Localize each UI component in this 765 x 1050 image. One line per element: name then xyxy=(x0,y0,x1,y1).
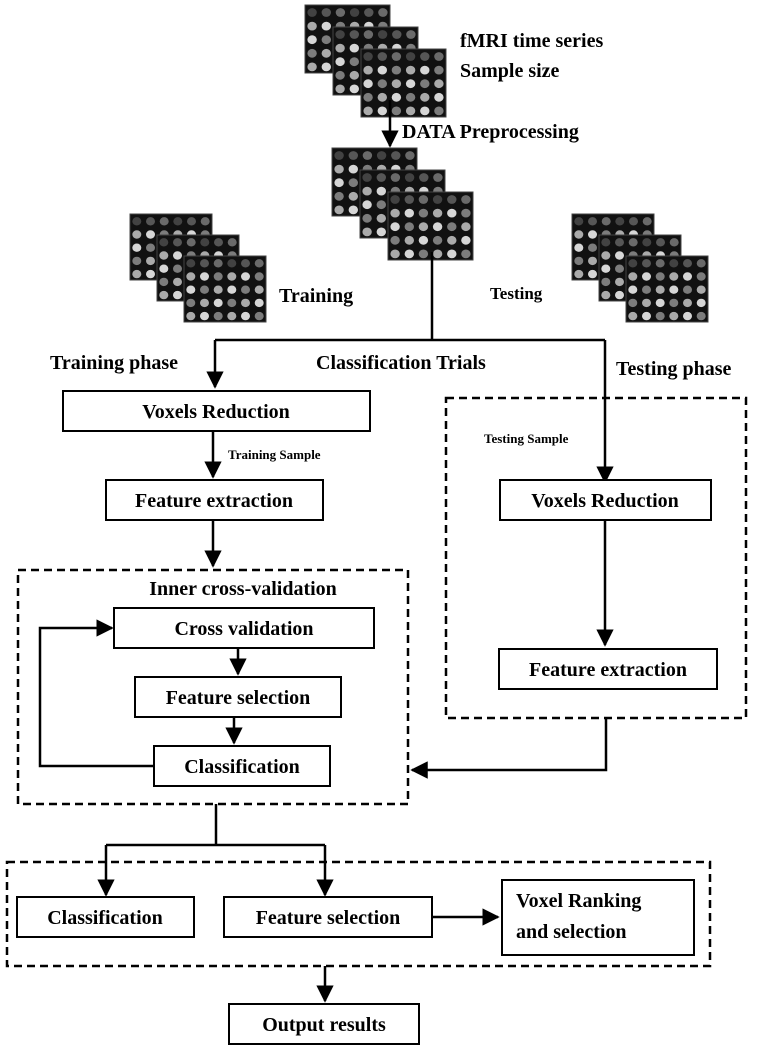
inner-classification-box: Classification xyxy=(153,745,331,787)
testing-sample-label: Testing Sample xyxy=(484,431,569,446)
fmri-scan-stack-icon xyxy=(571,213,709,323)
input-label-sample-size: Sample size xyxy=(460,60,560,82)
final-feature-selection-box: Feature selection xyxy=(223,896,433,938)
input-label-fmri: fMRI time series xyxy=(460,30,603,52)
inner-cv-title: Inner cross-validation xyxy=(149,578,337,600)
arrow-testing-to-inner-cv xyxy=(410,718,608,779)
output-results-box: Output results xyxy=(228,1003,420,1045)
training-feature-extraction-text: Feature extraction xyxy=(135,490,293,512)
classification-trials-label: Classification Trials xyxy=(316,352,486,374)
fmri-scan-stack-icon xyxy=(331,147,474,261)
final-classification-box: Classification xyxy=(16,896,195,938)
testing-voxels-reduction-text: Voxels Reduction xyxy=(531,490,679,512)
preprocessing-label: DATA Preprocessing xyxy=(402,121,579,143)
cross-validation-text: Cross validation xyxy=(174,618,313,640)
training-feature-extraction-box: Feature extraction xyxy=(105,479,324,521)
final-classification-text: Classification xyxy=(47,907,163,929)
training-sample-label: Training Sample xyxy=(228,447,321,462)
split-connector xyxy=(206,252,614,484)
cross-validation-box: Cross validation xyxy=(113,607,375,649)
inner-feature-selection-text: Feature selection xyxy=(166,687,311,709)
inner-cv-output-connector xyxy=(97,804,334,897)
training-voxels-reduction-text: Voxels Reduction xyxy=(142,401,290,423)
feedback-loop-arrow xyxy=(38,619,154,768)
voxel-ranking-text-1: Voxel Ranking xyxy=(516,890,641,912)
inner-cv-frame xyxy=(16,568,410,806)
testing-feature-extraction-text: Feature extraction xyxy=(529,659,687,681)
testing-label: Testing xyxy=(490,284,543,303)
inner-classification-text: Classification xyxy=(184,756,300,778)
fmri-scan-stack-icon xyxy=(304,4,447,118)
testing-frame xyxy=(444,396,748,720)
voxel-ranking-text-2: and selection xyxy=(516,921,627,943)
testing-voxels-reduction-box: Voxels Reduction xyxy=(499,479,712,521)
output-results-text: Output results xyxy=(262,1014,386,1036)
testing-feature-extraction-box: Feature extraction xyxy=(498,648,718,690)
testing-phase-label: Testing phase xyxy=(616,358,732,380)
final-feature-selection-text: Feature selection xyxy=(256,907,401,929)
training-voxels-reduction-box: Voxels Reduction xyxy=(62,390,371,432)
training-label: Training xyxy=(279,285,353,307)
fmri-scan-stack-icon xyxy=(129,213,267,323)
inner-feature-selection-box: Feature selection xyxy=(134,676,342,718)
voxel-ranking-box: Voxel Ranking and selection xyxy=(501,879,695,956)
final-stage-frame xyxy=(5,860,712,968)
training-phase-label: Training phase xyxy=(50,352,178,374)
